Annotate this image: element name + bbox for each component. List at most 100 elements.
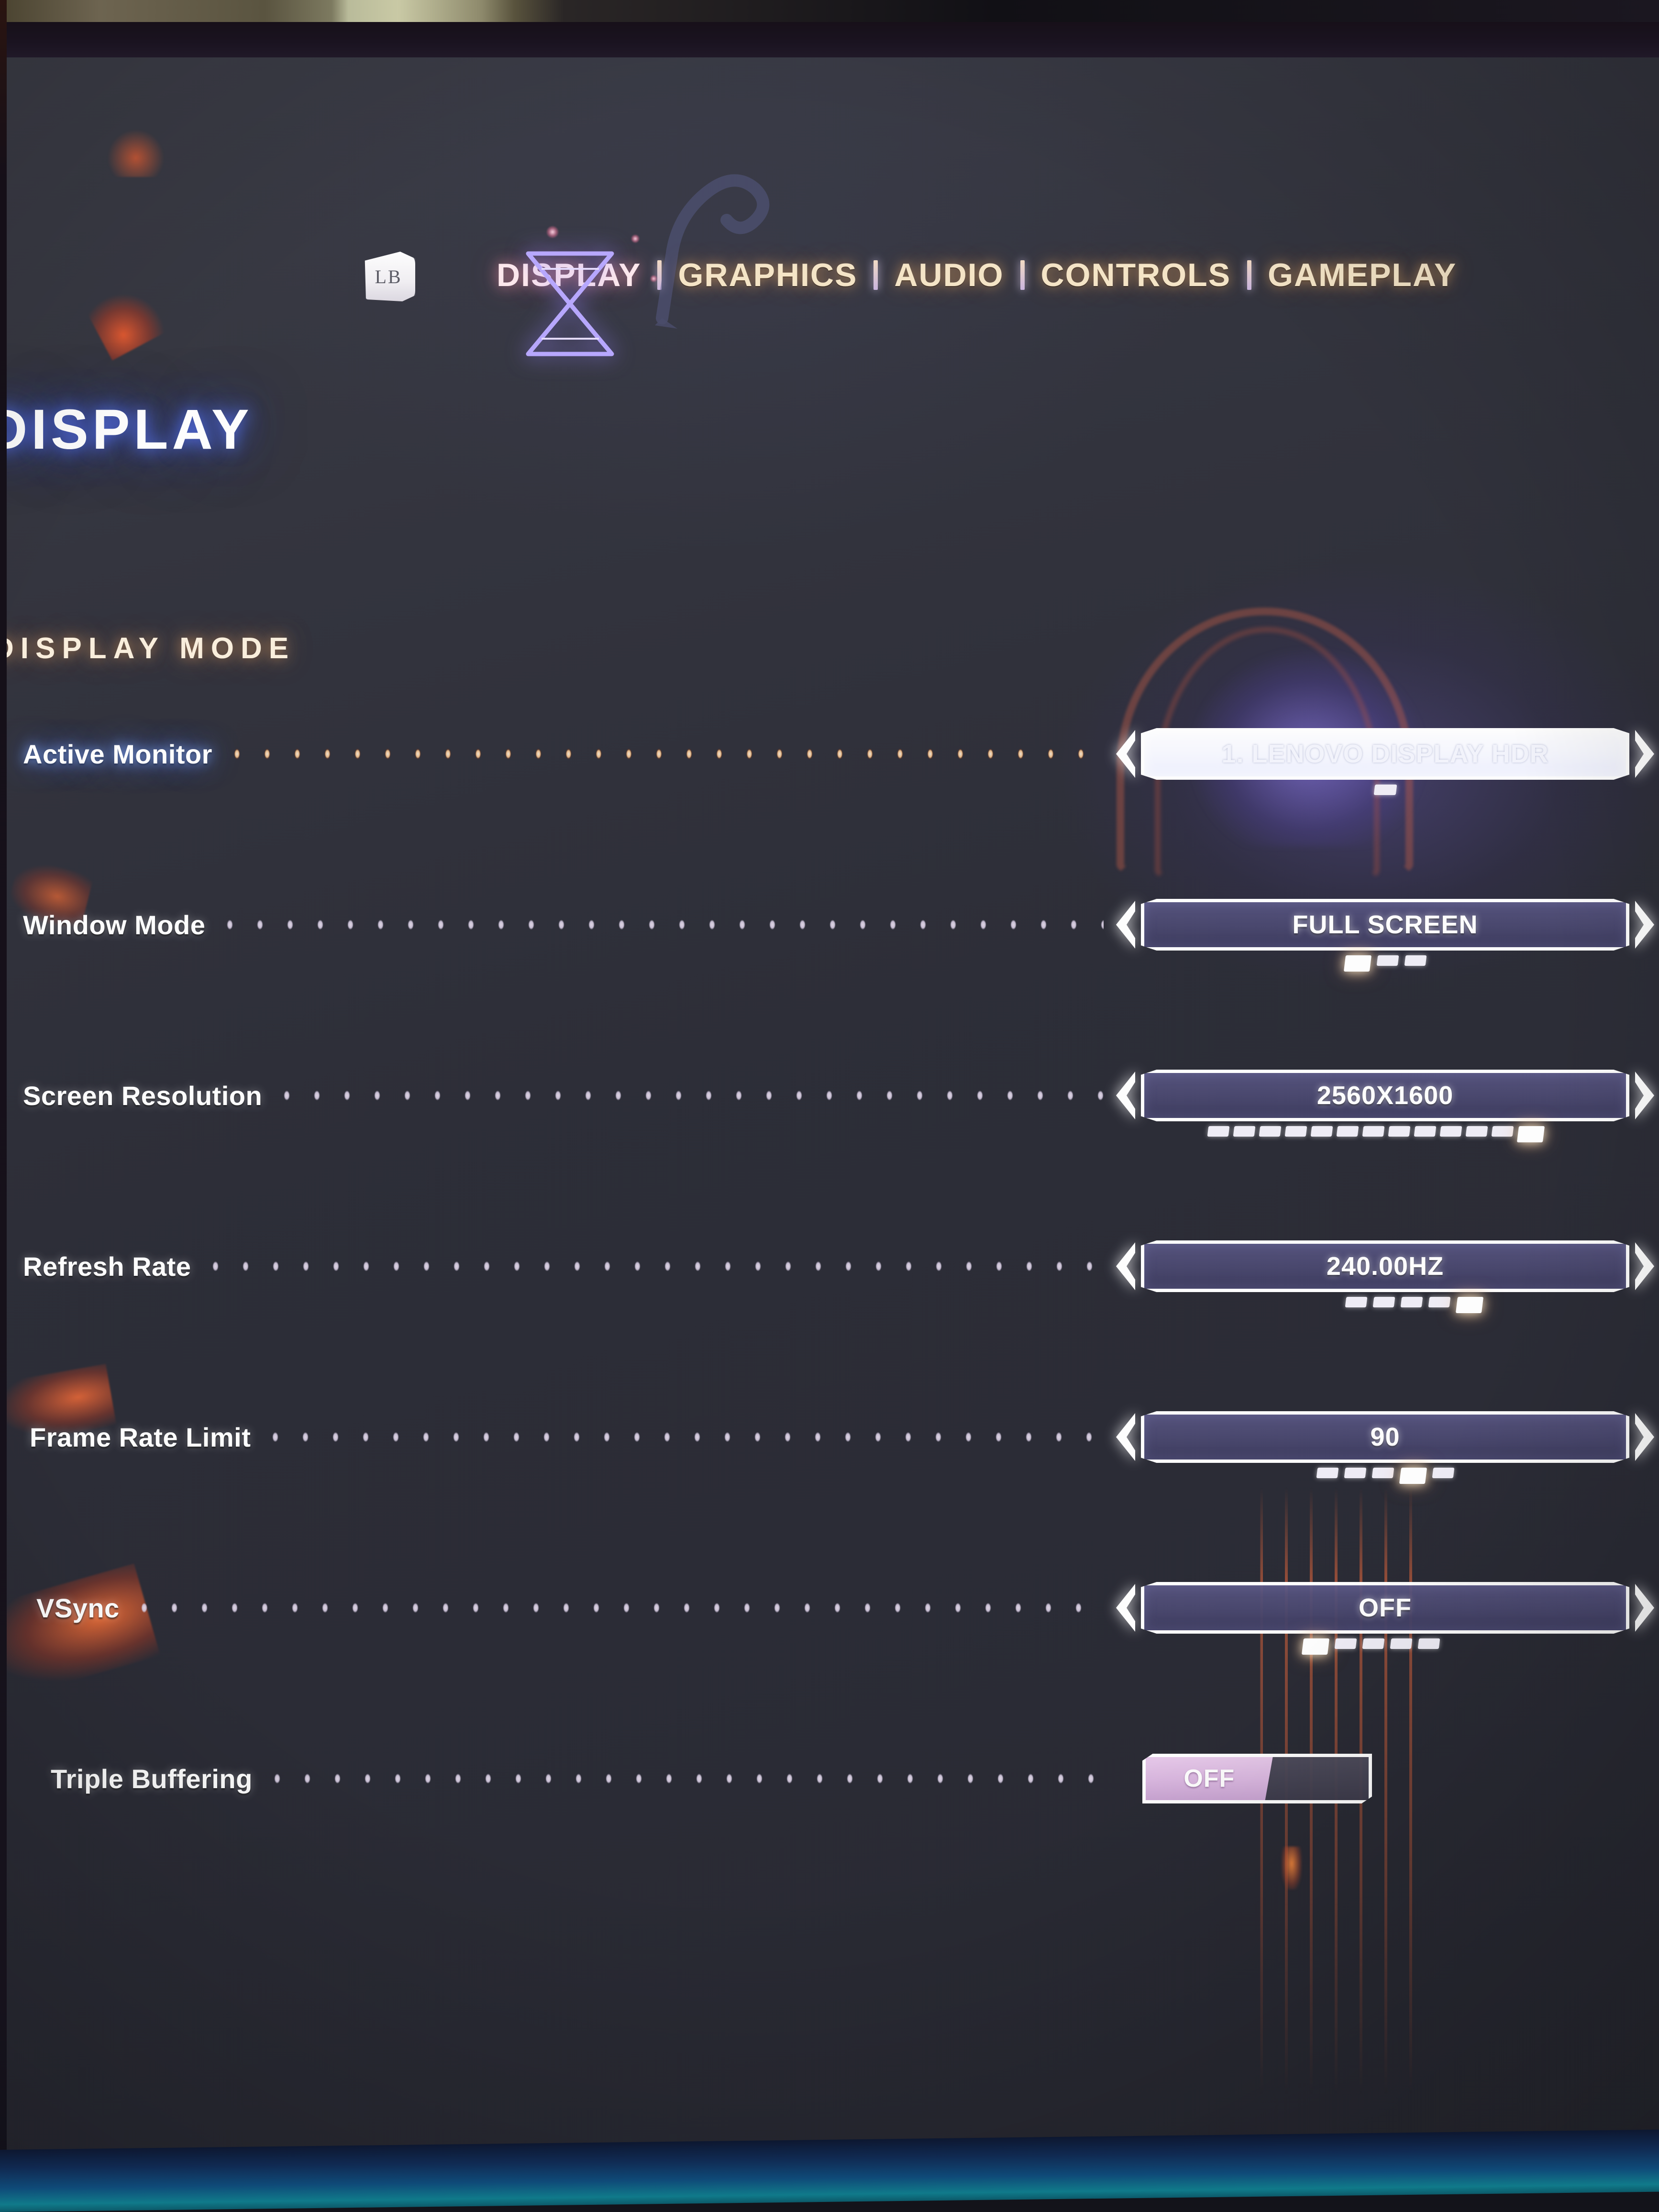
chevron-right-icon[interactable]	[1632, 1582, 1659, 1634]
option-tick	[1417, 1638, 1440, 1649]
option-ticks	[1111, 785, 1659, 795]
setting-row-vsync[interactable]: VSync OFF	[7, 1581, 1659, 1655]
stepper-refresh-rate[interactable]: 240.00HZ	[1111, 1240, 1659, 1313]
lb-shoulder-button-label: LB	[375, 265, 402, 288]
tab-controls[interactable]: CONTROLS	[1040, 257, 1231, 293]
chevron-right-icon[interactable]	[1632, 1070, 1659, 1121]
settings-list: Active Monitor 1. LENOVO DISPLAY HDR	[7, 727, 1659, 1923]
option-tick	[1334, 1638, 1357, 1649]
setting-row-frame-rate-limit[interactable]: Frame Rate Limit 90	[7, 1410, 1659, 1484]
chevron-right-icon[interactable]	[1632, 899, 1659, 951]
option-tick	[1372, 1297, 1395, 1307]
setting-value-box[interactable]: OFF	[1141, 1582, 1629, 1634]
dotted-leader	[200, 1259, 1104, 1273]
ambient-background	[0, 0, 1659, 22]
option-tick	[1404, 955, 1427, 966]
option-tick	[1343, 955, 1371, 972]
option-tick	[1362, 1638, 1384, 1649]
sparkle-decoration	[650, 275, 657, 282]
setting-label: Frame Rate Limit	[30, 1422, 251, 1452]
setting-value-box[interactable]: 240.00HZ	[1141, 1240, 1629, 1292]
setting-row-triple-buffering[interactable]: Triple Buffering OFF	[7, 1752, 1659, 1805]
option-tick	[1428, 1297, 1450, 1307]
option-tick	[1399, 1468, 1427, 1484]
setting-value-box[interactable]: 2560X1600	[1141, 1070, 1629, 1121]
tab-gameplay[interactable]: GAMEPLAY	[1268, 257, 1457, 293]
option-tick	[1316, 1468, 1338, 1478]
ember-decoration	[107, 129, 165, 177]
toggle-thumb: OFF	[1146, 1757, 1273, 1800]
setting-row-active-monitor[interactable]: Active Monitor 1. LENOVO DISPLAY HDR	[7, 727, 1659, 795]
stepper-frame-rate-limit[interactable]: 90	[1111, 1411, 1659, 1484]
dotted-leader	[272, 1088, 1104, 1103]
option-tick	[1465, 1126, 1488, 1137]
option-ticks	[1169, 1297, 1659, 1313]
game-settings-screen: LB DISPLAY GRAPHICS AUDIO CONTROLS GAMEP…	[7, 57, 1659, 2153]
option-tick	[1371, 1468, 1394, 1478]
chevron-left-icon[interactable]	[1111, 1240, 1138, 1292]
option-tick	[1344, 1468, 1366, 1478]
option-tick	[1233, 1126, 1255, 1137]
chevron-right-icon[interactable]	[1632, 728, 1659, 780]
chevron-left-icon[interactable]	[1111, 1070, 1138, 1121]
setting-value: FULL SCREEN	[1292, 910, 1478, 939]
chevron-right-icon[interactable]	[1632, 1411, 1659, 1463]
option-tick	[1362, 1126, 1384, 1137]
chevron-left-icon[interactable]	[1111, 728, 1138, 780]
tab-audio[interactable]: AUDIO	[894, 257, 1004, 293]
setting-label: Triple Buffering	[51, 1763, 253, 1794]
chevron-right-icon[interactable]	[1632, 1240, 1659, 1292]
section-title: DISPLAY MODE	[7, 632, 296, 665]
stepper-active-monitor[interactable]: 1. LENOVO DISPLAY HDR	[1111, 728, 1659, 795]
chevron-left-icon[interactable]	[1111, 899, 1138, 951]
option-tick	[1455, 1297, 1483, 1313]
setting-label: Window Mode	[23, 909, 206, 940]
setting-value-box[interactable]: 1. LENOVO DISPLAY HDR	[1141, 728, 1629, 780]
stepper-window-mode[interactable]: FULL SCREEN	[1111, 899, 1659, 972]
setting-row-screen-resolution[interactable]: Screen Resolution 2560X1600	[7, 1069, 1659, 1142]
dotted-leader	[260, 1430, 1104, 1444]
option-tick	[1439, 1126, 1462, 1137]
option-tick	[1373, 785, 1397, 795]
setting-row-window-mode[interactable]: Window Mode FULL SCREEN	[7, 898, 1659, 972]
sparkle-decoration	[631, 234, 640, 243]
dotted-leader	[262, 1771, 1106, 1786]
option-ticks	[1092, 1126, 1659, 1142]
tab-separator	[874, 260, 878, 290]
setting-label: Active Monitor	[23, 739, 212, 769]
tab-graphics[interactable]: GRAPHICS	[678, 257, 858, 293]
tab-separator	[657, 260, 662, 290]
option-tick	[1284, 1126, 1307, 1137]
setting-label: Refresh Rate	[23, 1251, 191, 1282]
setting-label: VSync	[36, 1593, 120, 1623]
option-tick	[1259, 1126, 1281, 1137]
chevron-left-icon[interactable]	[1111, 1582, 1138, 1634]
setting-value: 1. LENOVO DISPLAY HDR	[1221, 740, 1549, 768]
chevron-left-icon[interactable]	[1111, 1411, 1138, 1463]
option-tick	[1414, 1126, 1436, 1137]
setting-value-box[interactable]: 90	[1141, 1411, 1629, 1463]
option-tick	[1336, 1126, 1359, 1137]
setting-row-refresh-rate[interactable]: Refresh Rate 240.00HZ	[7, 1239, 1659, 1313]
tab-separator	[1020, 260, 1025, 290]
dotted-leader	[215, 918, 1104, 932]
setting-value: 2560X1600	[1316, 1081, 1454, 1110]
option-ticks	[1083, 1638, 1659, 1655]
toggle-triple-buffering[interactable]: OFF	[1142, 1754, 1372, 1803]
sparkle-decoration	[546, 226, 559, 238]
option-tick	[1388, 1126, 1410, 1137]
option-tick	[1310, 1126, 1333, 1137]
tab-display[interactable]: DISPLAY	[497, 257, 641, 293]
stepper-vsync[interactable]: OFF	[1111, 1582, 1659, 1655]
lb-shoulder-button-icon[interactable]: LB	[365, 252, 415, 301]
dotted-leader	[129, 1601, 1104, 1615]
setting-value: 90	[1370, 1423, 1400, 1451]
option-tick	[1491, 1126, 1514, 1137]
stepper-screen-resolution[interactable]: 2560X1600	[1111, 1070, 1659, 1142]
settings-tab-bar: LB DISPLAY GRAPHICS AUDIO CONTROLS GAMEP…	[7, 234, 1659, 316]
option-ticks	[1111, 955, 1659, 972]
option-tick	[1516, 1126, 1545, 1142]
monitor-bezel-left	[0, 0, 7, 2212]
option-tick	[1345, 1297, 1367, 1307]
setting-value-box[interactable]: FULL SCREEN	[1141, 899, 1629, 951]
